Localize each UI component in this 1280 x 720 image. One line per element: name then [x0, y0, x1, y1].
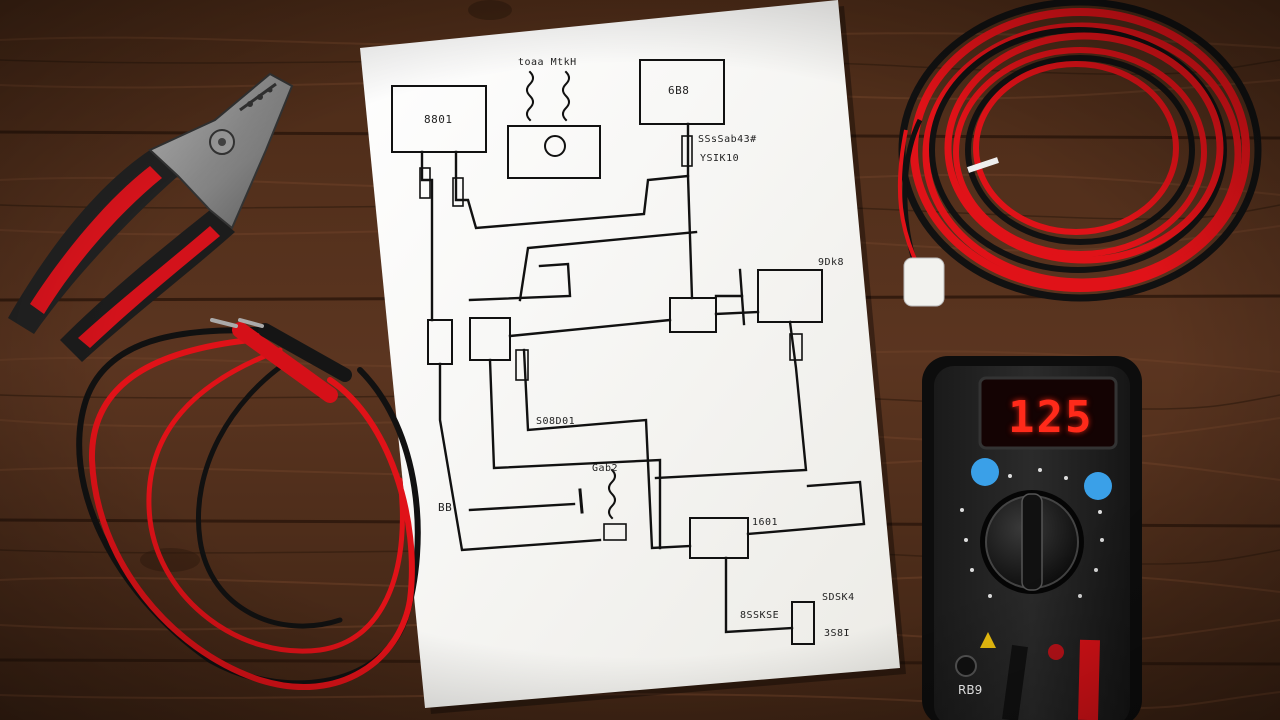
- multimeter-port-red: [1048, 644, 1064, 660]
- diagram-label-box-top-right: 6B8: [668, 84, 690, 97]
- diagram-label-right-2: YSIK10: [700, 153, 740, 164]
- diagram-label-bottom-small-3: 3S8I: [824, 628, 851, 639]
- diagram-label-bottom-right-box: 1601: [752, 517, 779, 528]
- multimeter-button-right: [1084, 472, 1112, 500]
- diagram-label-box-top-left: 8801: [424, 113, 453, 126]
- multimeter-button-left: [971, 458, 999, 486]
- multimeter-brand: RB9: [958, 683, 983, 697]
- wiring-diagram-paper: [360, 0, 906, 714]
- diagram-label-left-mid: S08D01: [536, 416, 576, 427]
- diagram-label-right-1: SSsSab43#: [698, 134, 757, 145]
- diagram-label-bottom-left: BB: [438, 501, 453, 514]
- diagram-label-mid-right: 9Dk8: [818, 257, 845, 268]
- diagram-label-bottom-mid: Gab2: [592, 463, 619, 474]
- diagram-label-bottom-small-2: SDSK4: [822, 592, 855, 603]
- multimeter-readout: 125: [1008, 392, 1094, 443]
- diagram-label-bottom-small-1: 8SSKSE: [740, 610, 780, 621]
- multimeter-port-com: [955, 655, 977, 677]
- diagram-label-top-center: toaa MtkH: [518, 57, 577, 68]
